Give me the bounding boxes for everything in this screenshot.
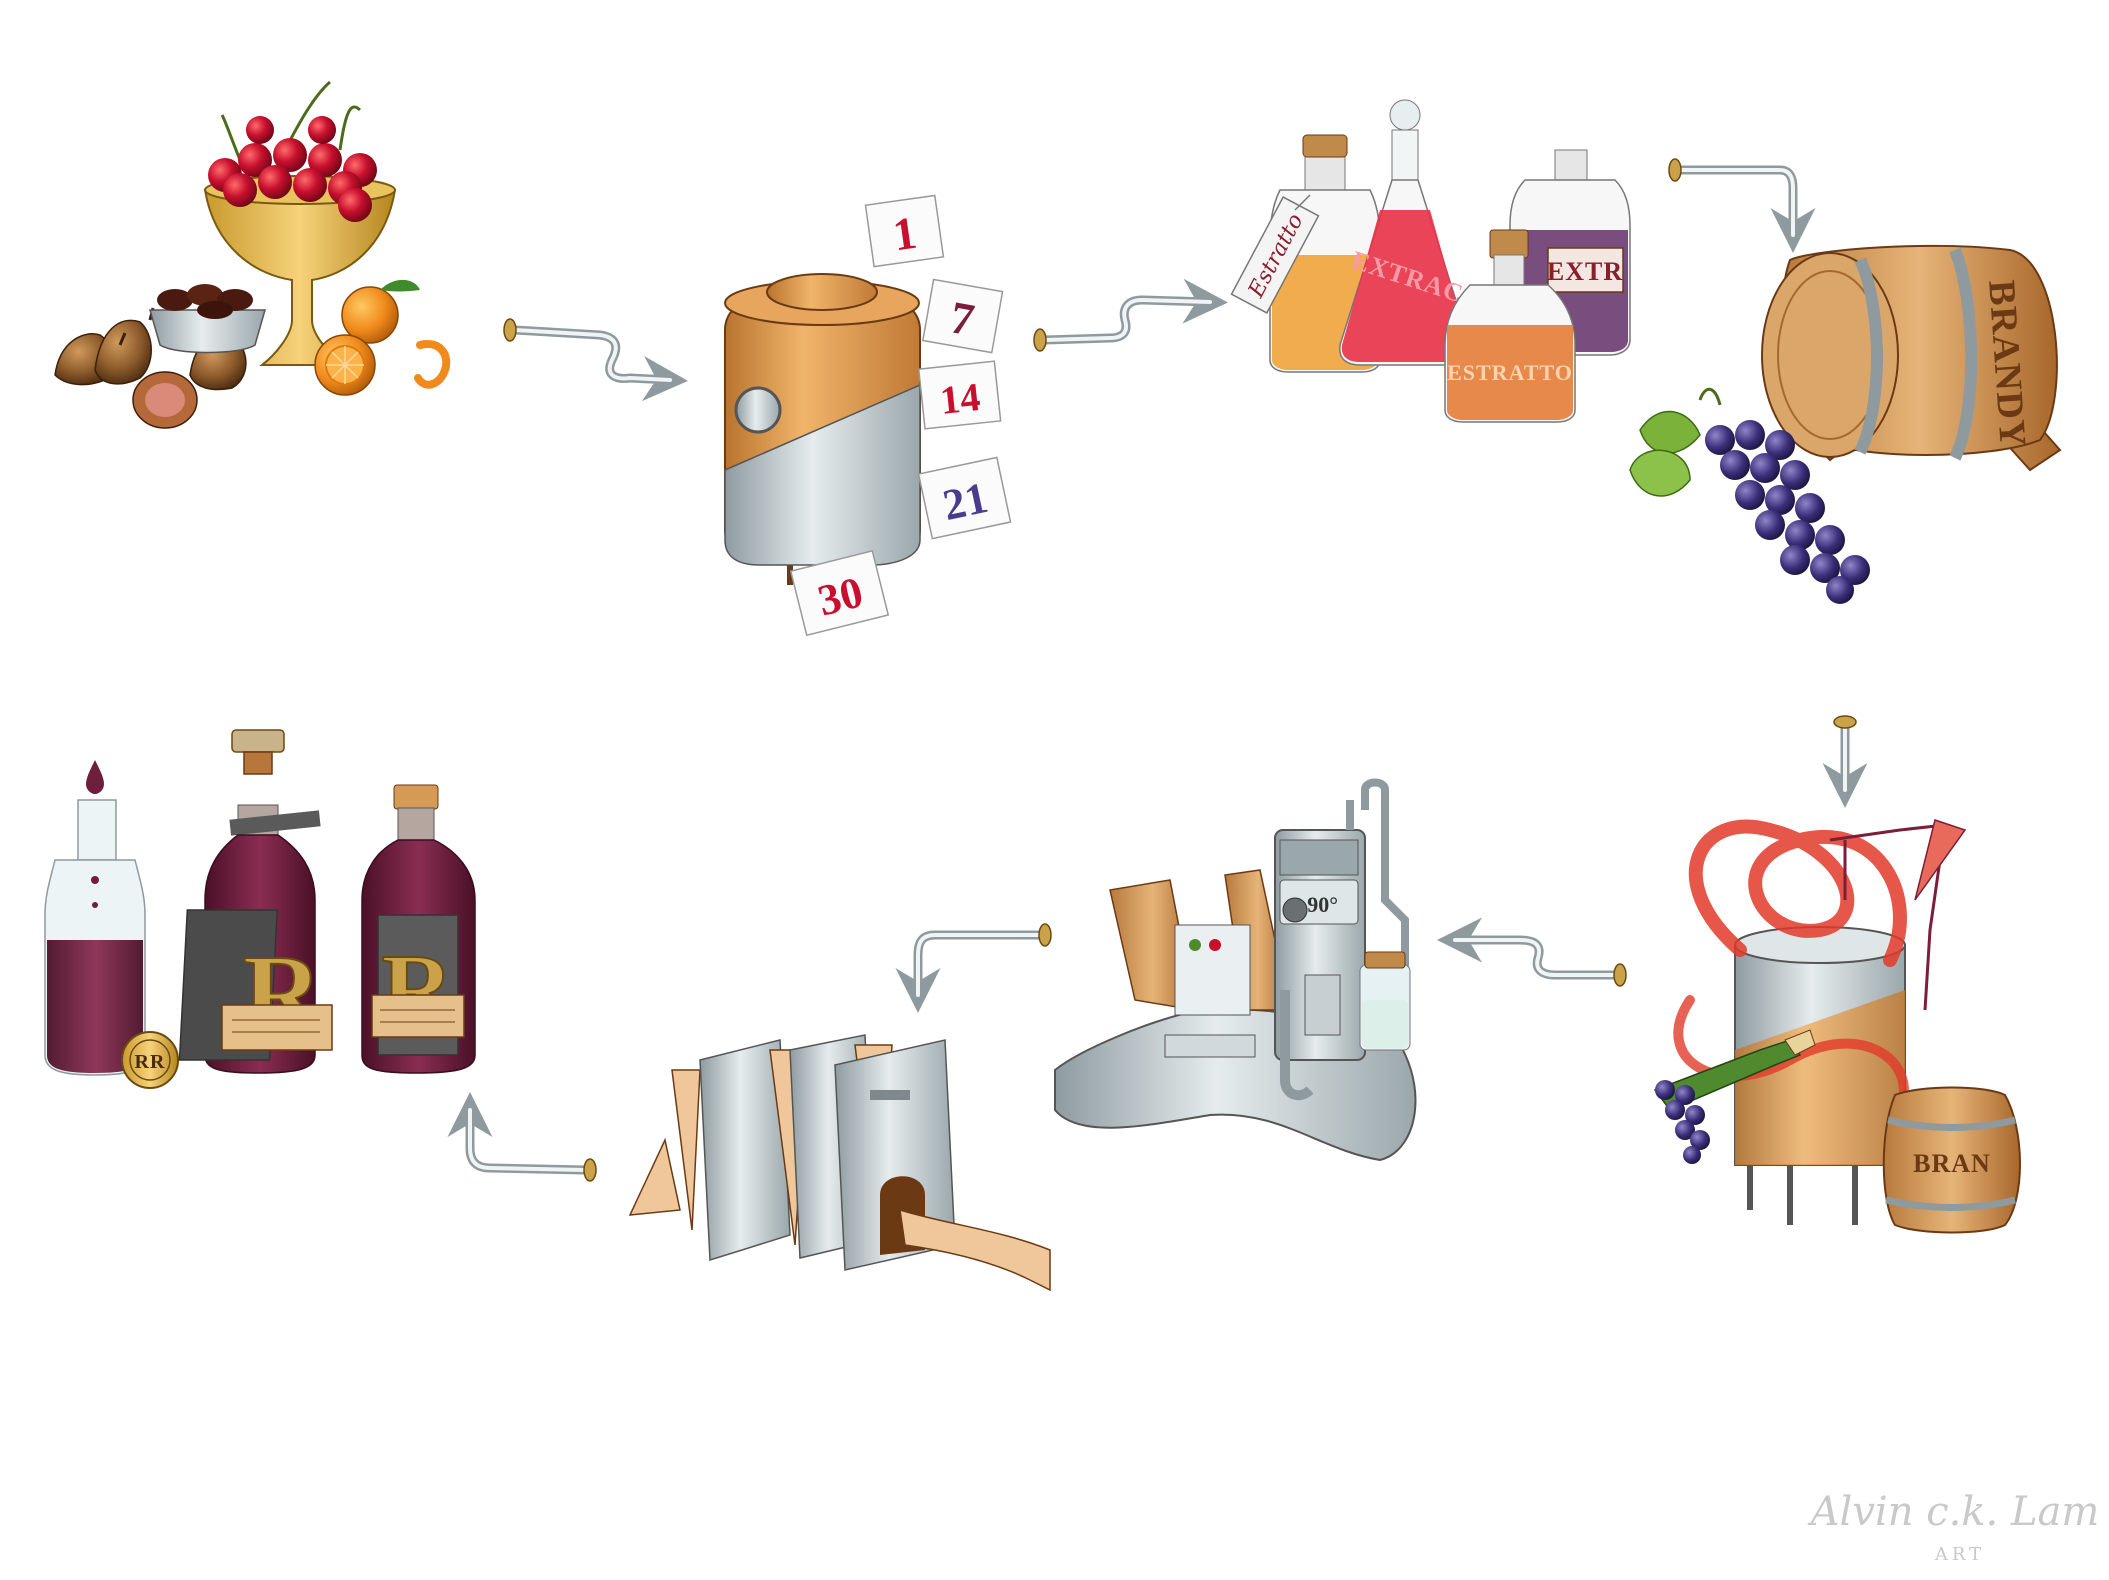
distiller-illustration: -90° (1054, 778, 1417, 1162)
brandy-barrel-illustration: BRANDY (1629, 244, 2062, 604)
calendar-day-14: 14 (938, 374, 982, 423)
tangerines-icon (314, 279, 451, 396)
arrow-barrel-to-blending (1822, 715, 1868, 808)
fruits-illustration (54, 80, 451, 429)
orange-bottle-label: ESTRATTO (1447, 360, 1573, 385)
purple-bottle-label: EXTR (1547, 257, 1623, 286)
small-barrel-label: BRAN (1913, 1149, 1991, 1178)
dates-bowl-icon (149, 284, 266, 354)
filter-press-illustration (628, 1034, 1051, 1292)
calendar-day-21: 21 (939, 473, 992, 530)
blending-tank-illustration: BRAN (1653, 819, 2021, 1234)
signature-name: Alvin c.k. Lam (1807, 1489, 2100, 1535)
wine-bottle-2-icon: R (361, 784, 476, 1074)
wine-drop-icon (86, 760, 104, 794)
orange-bottle-icon: ESTRATTO (1444, 229, 1576, 423)
arrow-fruits-to-tank (503, 318, 688, 402)
signature-sub: ART (1934, 1544, 1985, 1565)
grapes-icon (1629, 387, 1870, 604)
calendar-pages: 1 7 14 21 30 (789, 194, 1012, 637)
red-bottle-icon: EXTRAC (1339, 99, 1471, 366)
extract-bottles-illustration: Estratto EXTRAC EXTR ESTRATTO (1230, 99, 1631, 423)
arrow-tank-to-extracts (1033, 278, 1228, 352)
calendar-page-30: 30 (789, 549, 890, 637)
cork-icon (231, 729, 285, 775)
calendar-page-7: 7 (921, 278, 1004, 354)
maceration-tank-illustration (724, 273, 921, 585)
final-bottles-illustration: RR R R (44, 729, 476, 1089)
flow-arrows (447, 158, 1868, 1182)
rr-seal-text: RR (135, 1051, 166, 1073)
arrow-distiller-to-filter (895, 923, 1052, 1013)
calendar-page-21: 21 (917, 456, 1012, 540)
small-grapes-icon (1655, 1080, 1710, 1164)
cherries-icon (208, 80, 377, 222)
filling-bottle-icon (44, 799, 146, 1076)
calendar-page-14: 14 (917, 360, 1002, 430)
small-barrel-icon: BRAN (1882, 1086, 2021, 1234)
wine-bottle-1-icon: R (178, 804, 333, 1074)
calendar-page-1: 1 (864, 194, 945, 268)
arrow-extracts-to-barrel (1668, 158, 1816, 253)
rr-seal-icon: RR (121, 1031, 179, 1089)
arrow-filter-to-bottles (447, 1092, 597, 1182)
arrow-blending-to-distiller (1437, 917, 1627, 987)
artist-signature: Alvin c.k. Lam ART (1807, 1489, 2100, 1565)
